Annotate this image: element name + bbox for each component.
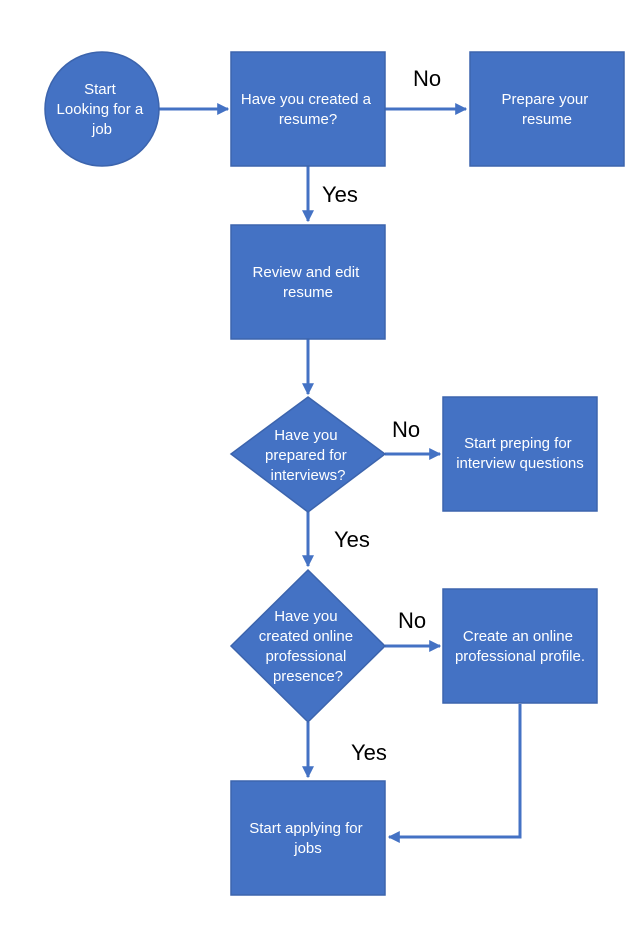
node-create-profile: Create an online professional profile.	[442, 588, 598, 704]
node-review-resume: Review and edit resume	[230, 224, 386, 340]
start-label-line: Start	[84, 81, 117, 98]
create-profile-label: Create an online professional profile.	[455, 628, 585, 665]
apply-jobs-label-line: jobs	[293, 840, 322, 857]
q-resume-label: Have you created a resume?	[241, 91, 375, 128]
prepare-resume-label-line: Prepare your	[502, 91, 589, 108]
start-label: Start Looking for a job	[57, 81, 148, 138]
q-online-diamond	[229, 568, 387, 724]
prep-interviews-label-line: interview questions	[456, 455, 584, 472]
q-interviews-label-line: prepared for	[265, 447, 347, 464]
node-q-interviews: Have you prepared for interviews?	[229, 396, 387, 513]
prepare-resume-box	[469, 51, 625, 167]
prepare-resume-label-line: resume	[522, 111, 572, 128]
node-apply-jobs: Start applying for jobs	[230, 780, 386, 896]
connectors	[159, 103, 522, 843]
q-interviews-diamond	[229, 396, 387, 513]
edge-labels: No Yes No Yes No Yes	[322, 66, 441, 765]
create-profile-label-line: Create an online	[463, 628, 573, 645]
prepare-resume-label: Prepare your resume	[502, 91, 593, 128]
edge-label-q-online-no: No	[398, 608, 426, 633]
review-resume-label-line: resume	[283, 284, 333, 301]
review-resume-label-line: Review and edit	[253, 264, 361, 281]
q-resume-box	[230, 51, 386, 167]
start-circle	[44, 51, 160, 167]
prep-interviews-box	[442, 396, 598, 512]
start-label-line: Looking for a	[57, 101, 144, 118]
create-profile-box	[442, 588, 598, 704]
q-resume-label-line: resume?	[279, 111, 337, 128]
apply-jobs-label-line: Start applying for	[249, 820, 362, 837]
edge-label-q-interviews-no: No	[392, 417, 420, 442]
apply-jobs-box	[230, 780, 386, 896]
prep-interviews-label: Start preping for interview questions	[456, 435, 584, 472]
q-interviews-label-line: Have you	[274, 427, 337, 444]
node-prep-interviews: Start preping for interview questions	[442, 396, 598, 512]
edge-label-q-interviews-yes: Yes	[334, 527, 370, 552]
q-interviews-label-line: interviews?	[270, 467, 345, 484]
node-q-online: Have you created online professional pre…	[229, 568, 387, 724]
edge-profile-to-apply	[387, 704, 522, 843]
q-online-label-line: created online	[259, 628, 353, 645]
q-online-label-line: Have you	[274, 608, 337, 625]
start-label-line: job	[91, 121, 112, 138]
create-profile-label-line: professional profile.	[455, 648, 585, 665]
prep-interviews-label-line: Start preping for	[464, 435, 572, 452]
edge-label-q-online-yes: Yes	[351, 740, 387, 765]
edge-label-q-resume-no: No	[413, 66, 441, 91]
q-online-label: Have you created online professional pre…	[259, 608, 357, 685]
edge-label-q-resume-yes: Yes	[322, 182, 358, 207]
q-interviews-label: Have you prepared for interviews?	[265, 427, 351, 484]
node-start: Start Looking for a job	[44, 51, 160, 167]
review-resume-box	[230, 224, 386, 340]
node-q-resume: Have you created a resume?	[230, 51, 386, 167]
q-resume-label-line: Have you created a	[241, 91, 372, 108]
review-resume-label: Review and edit resume	[253, 264, 364, 301]
node-prepare-resume: Prepare your resume	[469, 51, 625, 167]
apply-jobs-label: Start applying for jobs	[249, 820, 367, 857]
q-online-label-line: presence?	[273, 668, 343, 685]
q-online-label-line: professional	[265, 648, 346, 665]
